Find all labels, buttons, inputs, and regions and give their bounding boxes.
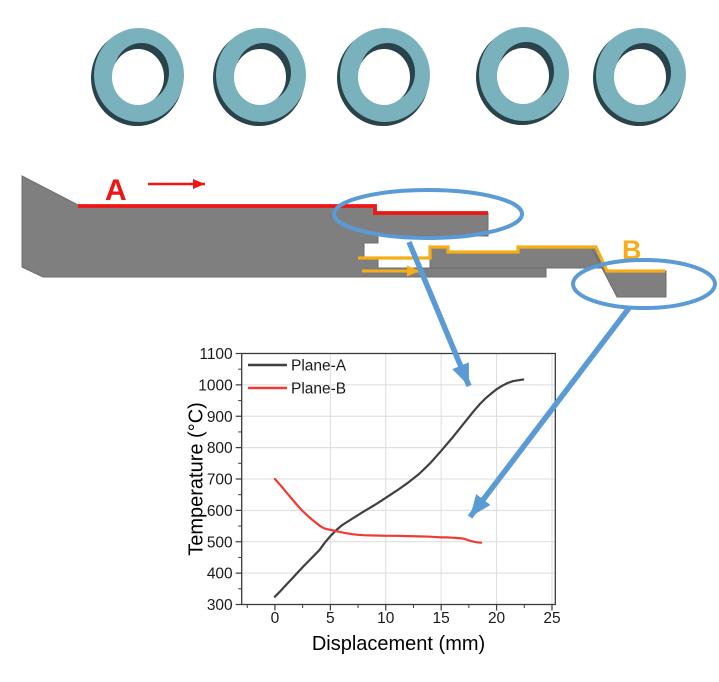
label-plane-a: A [105, 174, 127, 207]
y-tick-label: 300 [207, 597, 233, 614]
chart-tick-labels: 0 5 10 15 20 25 300 400 500 600 700 800 900 1000 1100 [198, 346, 560, 627]
chart-gridlines [241, 353, 556, 605]
chart-axes [235, 352, 556, 611]
y-tick-label: 700 [207, 472, 233, 489]
ring-icon [476, 27, 569, 125]
legend-label-plane-a: Plane-A [291, 358, 347, 375]
y-tick-label: 1100 [199, 346, 233, 363]
chart-legend: Plane-A Plane-B [248, 358, 347, 398]
y-tick-label: 600 [207, 503, 233, 520]
label-plane-b: B [622, 235, 642, 265]
ring-icon [91, 28, 184, 126]
x-tick-label: 0 [271, 610, 280, 627]
legend-label-plane-b: Plane-B [291, 381, 346, 398]
y-axis-title: Temperature (°C) [187, 402, 208, 556]
y-tick-label: 500 [207, 534, 233, 551]
y-tick-label: 1000 [198, 377, 233, 394]
x-axis-title: Displacement (mm) [312, 633, 485, 655]
cross-section: A B [21, 174, 667, 298]
ring-icon [593, 28, 686, 126]
y-tick-label: 800 [207, 440, 233, 457]
chart-curves [273, 378, 525, 598]
y-tick-label: 900 [207, 409, 233, 426]
y-tick-label: 400 [207, 566, 233, 583]
ring-icon [337, 28, 430, 126]
x-tick-label: 15 [433, 610, 450, 627]
x-tick-label: 25 [543, 610, 560, 627]
ring-icon [213, 28, 306, 126]
curve-plane-b [273, 477, 483, 544]
x-tick-label: 5 [326, 610, 335, 627]
x-tick-label: 20 [488, 610, 506, 627]
ring-row [91, 27, 686, 126]
x-tick-label: 10 [377, 610, 395, 627]
curve-plane-a [273, 378, 525, 598]
